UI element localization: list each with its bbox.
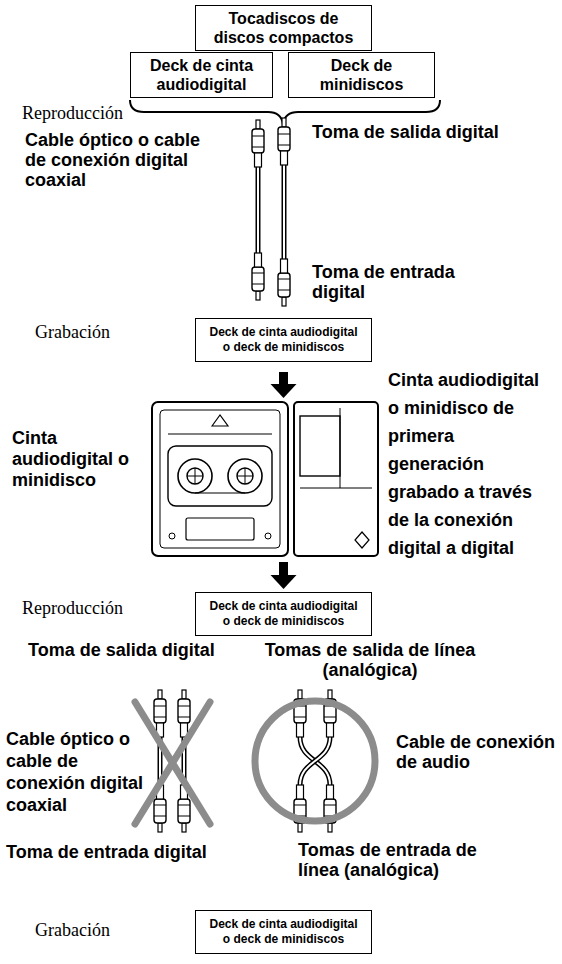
audio-cable <box>300 737 330 785</box>
audio-cable <box>294 690 336 832</box>
digital-cable <box>278 118 290 165</box>
mode-label: Reproducción <box>22 598 142 618</box>
digital-cable <box>252 120 264 300</box>
digital-cable <box>252 120 264 167</box>
mode-label: Reproducción <box>22 103 132 123</box>
audio-cable <box>300 737 330 785</box>
dat-cassette <box>160 410 280 548</box>
cross-mark <box>135 702 210 824</box>
digital-cable <box>282 165 287 259</box>
ok-circle <box>255 701 375 821</box>
dat-cassette <box>187 468 253 484</box>
audio-cable <box>324 690 336 737</box>
callout-label: Toma de salida digital <box>28 640 243 660</box>
device-box: Deck de cinta audiodigital <box>130 52 273 98</box>
dat-cassette <box>186 518 254 540</box>
digital-cable <box>257 167 259 253</box>
digital-cable <box>154 690 166 832</box>
digital-cable <box>278 118 290 306</box>
box-text: Deck de cinta audiodigital <box>139 56 264 94</box>
mode-label: Grabación <box>35 322 155 342</box>
audio-cable <box>324 785 336 832</box>
arrow-head <box>271 384 297 398</box>
box-text: Tocadiscos de discos compactos <box>204 9 363 47</box>
box-text: Deck de minidiscos <box>297 56 426 94</box>
dat-cassette <box>265 533 271 539</box>
minidisc <box>294 402 378 556</box>
digital-cable <box>256 167 261 253</box>
dat-cassette <box>168 434 272 435</box>
audio-cable <box>300 737 330 785</box>
audio-cable <box>294 690 336 832</box>
audio-cable <box>294 785 306 832</box>
device-box: Deck de cinta audiodigital o deck de min… <box>195 910 372 954</box>
callout-label: Cinta audiodigital o minidisco <box>12 428 147 491</box>
arrow-shaft <box>279 372 288 575</box>
callout-label: Tomas de entrada de línea (analógica) <box>298 840 513 880</box>
box-text: Deck de cinta audiodigital o deck de min… <box>208 325 359 355</box>
dat-cassette <box>195 492 245 493</box>
flow-arrow <box>271 372 297 589</box>
minidisc <box>300 416 340 476</box>
minidisc <box>300 488 372 489</box>
audio-cable <box>294 690 306 737</box>
digital-cable <box>278 259 290 306</box>
callout-label: Toma de salida digital <box>312 122 552 142</box>
callout-label: Cable óptico o cable de conexión digital… <box>25 130 215 190</box>
dat-cassette <box>152 402 288 556</box>
dat-cassette <box>169 533 175 539</box>
digital-cable <box>178 690 190 737</box>
dat-cassette <box>168 446 272 506</box>
device-box: Tocadiscos de discos compactos <box>195 5 372 51</box>
box-text: Deck de cinta audiodigital o deck de min… <box>208 917 359 947</box>
callout-label: Toma de entrada digital <box>312 262 507 302</box>
dat-cassette <box>212 415 228 426</box>
callout-label: Cable óptico o cable de conexión digital… <box>6 728 146 816</box>
callout-label: Cable de conexión de audio <box>396 732 559 772</box>
mode-label: Grabación <box>35 920 155 940</box>
dat-cassette <box>152 402 288 556</box>
digital-cable <box>252 253 264 300</box>
digital-cable <box>178 690 190 832</box>
minidisc <box>355 532 369 548</box>
arrow-head <box>271 575 297 589</box>
minidisc <box>294 402 378 556</box>
callout-label: Cinta audiodigital o minidisco de primer… <box>388 366 553 562</box>
device-box: Deck de minidiscos <box>288 52 435 98</box>
audio-cable <box>300 737 330 785</box>
box-text: Deck de cinta audiodigital o deck de min… <box>208 599 359 629</box>
device-box: Deck de cinta audiodigital o deck de min… <box>195 592 372 636</box>
minidisc <box>340 408 341 488</box>
callout-label: Tomas de salida de línea (analógica) <box>250 640 490 680</box>
callout-label: Toma de entrada digital <box>6 842 236 862</box>
device-box: Deck de cinta audiodigital o deck de min… <box>195 318 372 362</box>
digital-cable <box>283 165 285 259</box>
